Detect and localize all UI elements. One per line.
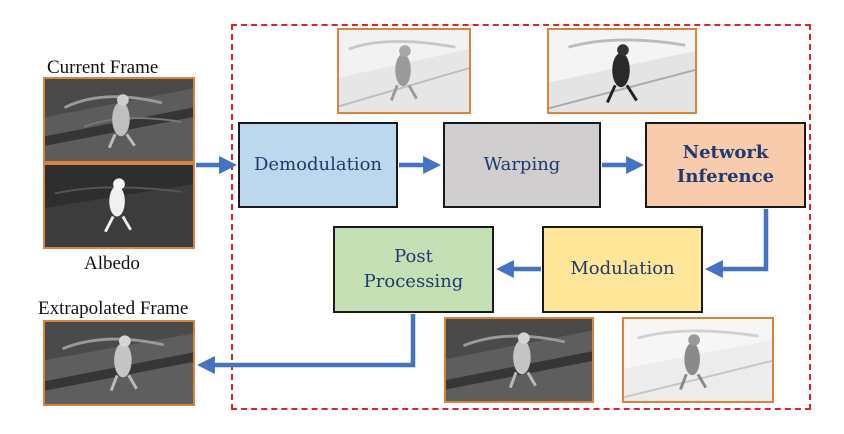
albedo-label: Albedo — [84, 253, 140, 274]
warped-image — [547, 28, 697, 114]
warping-label: Warping — [483, 153, 561, 175]
post-processing-line1: Post — [394, 246, 433, 268]
albedo-image — [43, 163, 195, 249]
network-inference-step: Network Inference — [645, 122, 806, 208]
processed-image — [444, 317, 594, 403]
network-inference-label: Network Inference — [677, 141, 774, 190]
extrapolated-frame-image — [43, 320, 195, 406]
demodulation-label: Demodulation — [253, 153, 382, 175]
demodulated-image — [337, 28, 471, 114]
post-processing-label: Post Processing — [364, 245, 464, 294]
network-output-image — [622, 317, 774, 403]
extrapolated-frame-label: Extrapolated Frame — [38, 298, 189, 319]
demodulation-step: Demodulation — [238, 122, 398, 208]
network-inference-line2: Inference — [676, 166, 775, 187]
current-frame-image — [43, 77, 195, 163]
post-processing-step: Post Processing — [333, 226, 494, 313]
warping-step: Warping — [443, 122, 601, 208]
modulation-label: Modulation — [570, 258, 675, 280]
pipeline-frame — [231, 24, 811, 410]
network-inference-line1: Network — [682, 141, 769, 163]
modulation-step: Modulation — [542, 226, 703, 313]
current-frame-label: Current Frame — [47, 57, 159, 78]
post-processing-line2: Processing — [363, 270, 464, 292]
